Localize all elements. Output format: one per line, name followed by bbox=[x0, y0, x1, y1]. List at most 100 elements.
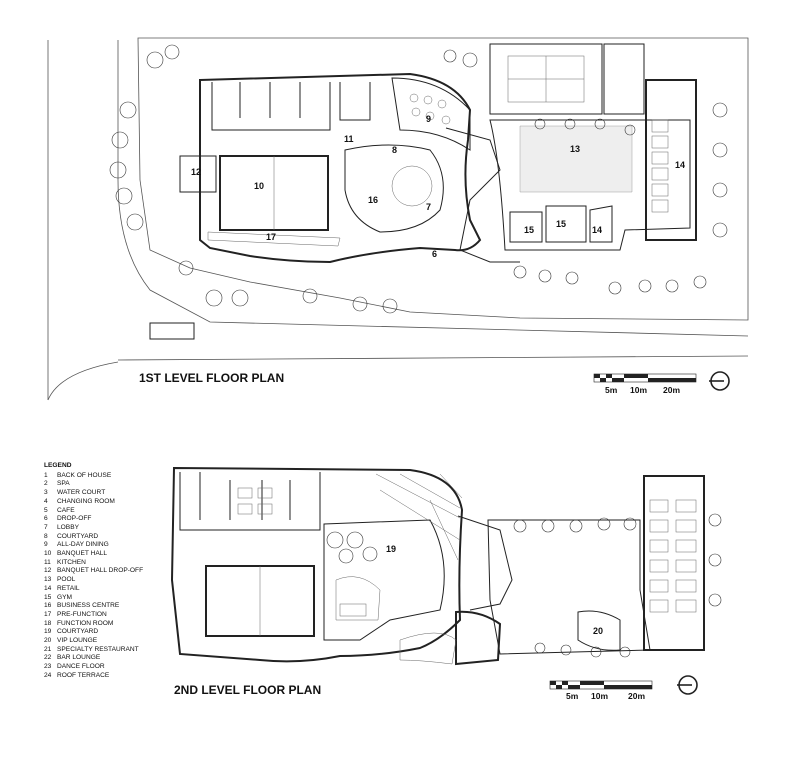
retail-a-l1 bbox=[589, 205, 613, 243]
legend-item-number: 4 bbox=[44, 497, 48, 505]
room-label-l2-20: 20 bbox=[593, 626, 603, 636]
legend-item-number: 20 bbox=[44, 637, 52, 645]
legend-item-number: 23 bbox=[44, 663, 52, 671]
legend-title: LEGEND bbox=[44, 462, 72, 469]
main-building-l1 bbox=[199, 72, 482, 264]
connector-l2 bbox=[457, 515, 513, 611]
road-south-l1-b bbox=[47, 361, 119, 401]
legend-item: 12 BANQUET HALL DROP-OFF bbox=[44, 567, 184, 576]
legend-item-label: BACK OF HOUSE bbox=[57, 471, 112, 479]
retail-wing-l1 bbox=[645, 79, 697, 241]
room-label-l1-8: 8 bbox=[392, 145, 397, 155]
scale-l2-5m: 5m bbox=[566, 691, 579, 701]
connector-l1 bbox=[445, 127, 520, 263]
vip-lounge-l2 bbox=[577, 610, 621, 651]
legend-item-label: LOBBY bbox=[57, 523, 79, 531]
legend-item-number: 16 bbox=[44, 602, 52, 610]
road-south-l1 bbox=[117, 355, 749, 361]
legend-item-label: VIP LOUNGE bbox=[57, 637, 98, 645]
trees-l2 bbox=[326, 513, 722, 658]
room-label-l1-14a: 14 bbox=[675, 160, 685, 170]
level-2-plan: 19 20 2ND LEVEL FLOOR PLAN 5m 10m 20m bbox=[170, 466, 722, 701]
legend-item-label: POOL bbox=[57, 576, 76, 584]
room-label-l1-16: 16 bbox=[368, 195, 378, 205]
lobby-feature-l1 bbox=[391, 165, 433, 207]
legend-item-label: BANQUET HALL DROP-OFF bbox=[57, 567, 144, 575]
legend-item-number: 8 bbox=[44, 532, 48, 540]
legend-item: 1 BACK OF HOUSE bbox=[44, 472, 184, 481]
courtyard-19-l2 bbox=[323, 519, 445, 641]
legend-item-number: 6 bbox=[44, 515, 48, 523]
legend-item-number: 15 bbox=[44, 593, 52, 601]
room-label-l1-14b: 14 bbox=[592, 225, 602, 235]
room-label-l1-7: 7 bbox=[426, 202, 431, 212]
legend-item: 11 KITCHEN bbox=[44, 559, 184, 568]
legend-item-number: 18 bbox=[44, 619, 52, 627]
legend-item-label: SPA bbox=[57, 480, 70, 488]
legend-item: 18 FUNCTION ROOM bbox=[44, 620, 184, 629]
room-label-l1-6: 6 bbox=[432, 249, 437, 259]
legend-item-number: 12 bbox=[44, 567, 52, 575]
legend-item: 16 BUSINESS CENTRE bbox=[44, 602, 184, 611]
courtyard-19-inner-l2 bbox=[335, 576, 381, 621]
main-building-l2 bbox=[170, 466, 464, 663]
building-north-l1 bbox=[603, 43, 645, 115]
room-label-l1-15a: 15 bbox=[524, 225, 534, 235]
legend-item-label: PRE-FUNCTION bbox=[57, 610, 107, 618]
legend-item-number: 11 bbox=[44, 558, 51, 566]
roof-terrace-l2 bbox=[375, 473, 463, 561]
legend-item-label: DANCE FLOOR bbox=[57, 663, 105, 671]
site-boundary-l1 bbox=[137, 37, 749, 321]
level-1-title: 1ST LEVEL FLOOR PLAN bbox=[139, 371, 284, 385]
legend-item-number: 9 bbox=[44, 541, 48, 549]
legend-item-label: BAR LOUNGE bbox=[57, 654, 101, 662]
legend-item-label: RETAIL bbox=[57, 584, 80, 592]
legend-item: 2 SPA bbox=[44, 480, 184, 489]
room-label-l2-19: 19 bbox=[386, 544, 396, 554]
legend-item-number: 22 bbox=[44, 654, 52, 662]
legend-item: 22 BAR LOUNGE bbox=[44, 654, 184, 663]
legend-item-label: CHANGING ROOM bbox=[57, 497, 115, 505]
legend-item-label: KITCHEN bbox=[57, 558, 86, 566]
trees-l1 bbox=[109, 44, 728, 314]
room-label-l1-10: 10 bbox=[254, 181, 264, 191]
legend-item-number: 1 bbox=[44, 471, 48, 479]
gym-a-l1 bbox=[509, 211, 543, 243]
east-wing-l2 bbox=[643, 475, 705, 651]
legend-item: 23 DANCE FLOOR bbox=[44, 663, 184, 672]
room-label-l1-13: 13 bbox=[570, 144, 580, 154]
room-label-l1-11: 11 bbox=[344, 134, 354, 144]
legend-item-label: FUNCTION ROOM bbox=[57, 619, 114, 627]
legend-item-number: 17 bbox=[44, 610, 52, 618]
legend-item-number: 2 bbox=[44, 480, 48, 488]
level-1-plan: 6 7 8 9 10 11 12 13 14 14 15 15 16 17 1S… bbox=[47, 37, 749, 401]
legend-item-number: 10 bbox=[44, 550, 52, 558]
legend-item-label: ROOF TERRACE bbox=[57, 671, 110, 679]
pre-function-l1 bbox=[207, 231, 341, 247]
gym-b-l1 bbox=[545, 205, 587, 243]
legend-item-label: SPECIALTY RESTAURANT bbox=[57, 645, 139, 653]
legend-item-label: WATER COURT bbox=[57, 489, 106, 497]
scale-l2-10m: 10m bbox=[591, 691, 608, 701]
north-arrow-l1 bbox=[709, 371, 730, 391]
lounge-block-l2 bbox=[455, 610, 502, 666]
room-label-l1-17: 17 bbox=[266, 232, 276, 242]
lobby-curve-l1 bbox=[344, 144, 444, 233]
legend-item: 20 VIP LOUNGE bbox=[44, 637, 184, 646]
legend-item: 4 CHANGING ROOM bbox=[44, 498, 184, 507]
legend-item-label: BUSINESS CENTRE bbox=[57, 602, 120, 610]
scale-l1-5m: 5m bbox=[605, 385, 618, 395]
